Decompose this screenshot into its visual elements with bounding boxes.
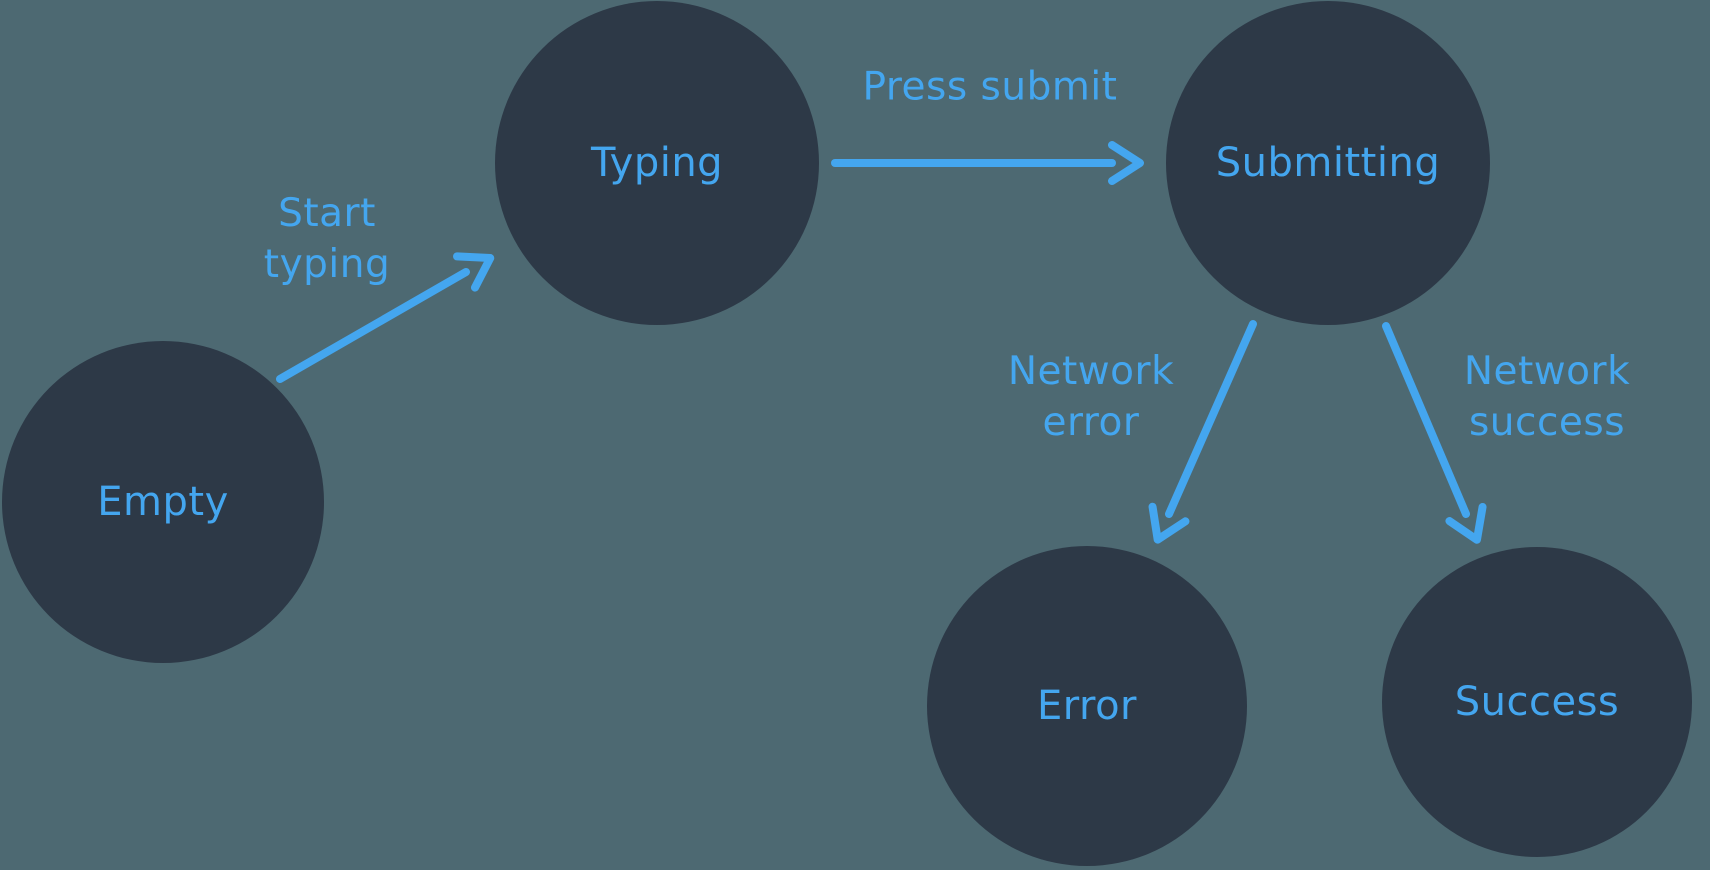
edge-network-error-arrow — [1148, 320, 1257, 544]
state-node-typing: Typing — [495, 1, 819, 325]
state-node-submitting-label: Submitting — [1215, 140, 1441, 186]
state-node-success: Success — [1382, 547, 1692, 857]
edge-press-submit-label: Press submit — [862, 64, 1118, 110]
state-node-error-label: Error — [1037, 683, 1137, 729]
state-node-empty-label: Empty — [97, 479, 229, 525]
edge-network-error-label: Network error — [1007, 349, 1175, 445]
state-node-submitting: Submitting — [1166, 1, 1490, 325]
state-node-empty: Empty — [2, 341, 324, 663]
state-node-typing-label: Typing — [590, 140, 724, 186]
state-node-success-label: Success — [1454, 679, 1620, 725]
edge-network-success-arrow — [1382, 322, 1487, 544]
state-node-error: Error — [927, 546, 1247, 866]
edge-network-success-label: Network success — [1463, 349, 1631, 445]
edge-start-typing-label: Start typing — [263, 191, 391, 287]
